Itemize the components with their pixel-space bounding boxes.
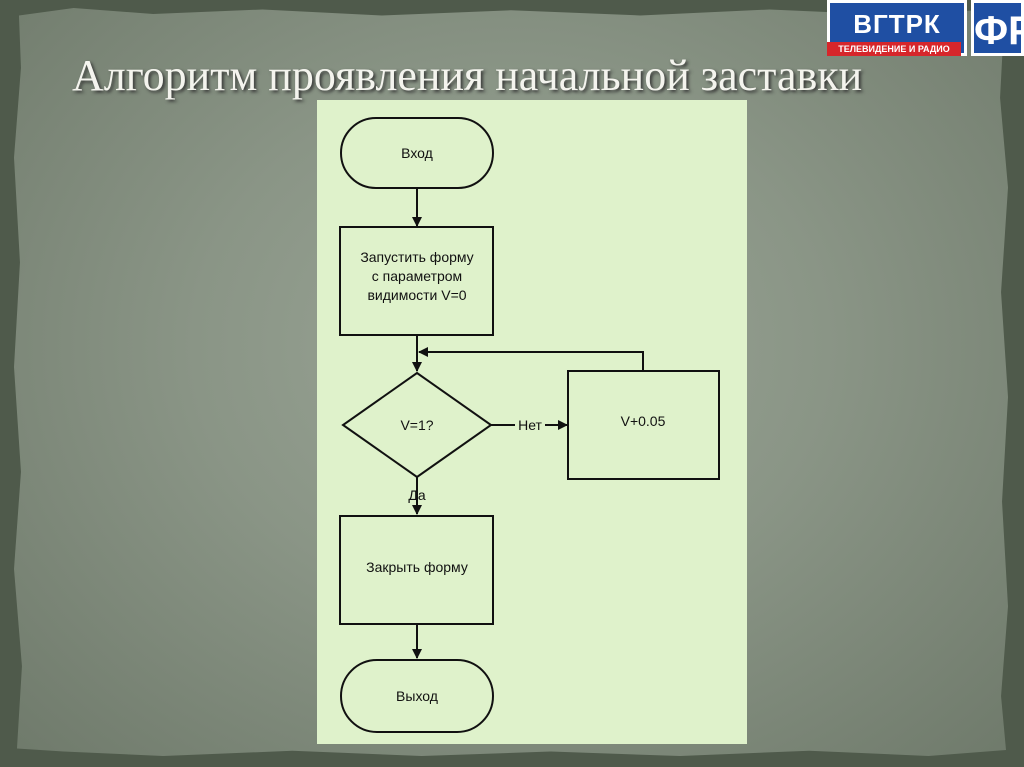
- logo-mark: ФР: [971, 0, 1024, 56]
- increment-label: V+0.05: [621, 413, 666, 429]
- flowchart-canvas: Вход Запустить форму с параметром видимо…: [317, 100, 747, 744]
- close-form-label: Закрыть форму: [366, 559, 468, 575]
- edge-no-label: Нет: [518, 417, 542, 433]
- start-label: Вход: [401, 145, 433, 161]
- logo-subtitle: ТЕЛЕВИДЕНИЕ И РАДИО: [827, 42, 961, 56]
- launch-form-label-line2: с параметром: [372, 268, 462, 284]
- end-terminator: [340, 659, 494, 733]
- end-label: Выход: [396, 688, 438, 704]
- edge-no-label-bg: [515, 414, 545, 434]
- edge-yes-label: Да: [408, 487, 425, 503]
- decision-label: V=1?: [400, 417, 433, 433]
- vgtrk-logo: ВГТРК ТЕЛЕВИДЕНИЕ И РАДИО ФР: [827, 0, 1024, 56]
- slide-title: Алгоритм проявления начальной заставки: [72, 51, 863, 100]
- launch-form-label-line1: Запустить форму: [360, 249, 473, 265]
- edge-increment-loop-back: [418, 347, 644, 371]
- launch-form-label-line3: видимости V=0: [367, 287, 466, 303]
- logo-main-text: ВГТРК: [853, 9, 941, 39]
- flowchart: Вход Запустить форму с параметром видимо…: [339, 117, 720, 733]
